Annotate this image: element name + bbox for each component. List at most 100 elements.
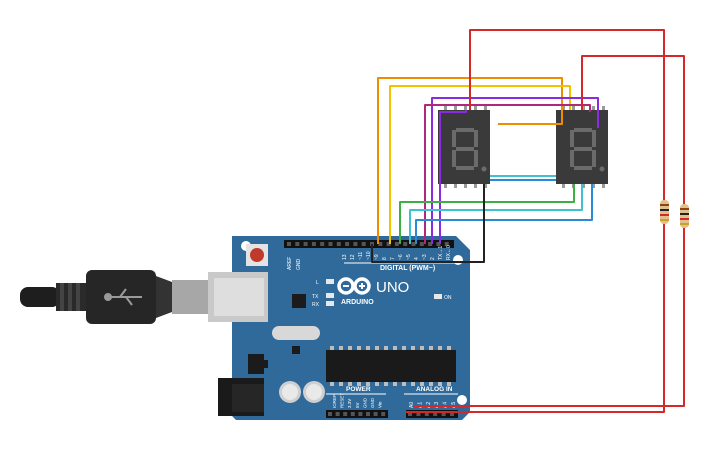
- digital-pin-label: ~10: [366, 251, 372, 260]
- analog-pin-hole[interactable]: [450, 412, 454, 416]
- header-pin-hole[interactable]: [378, 242, 383, 246]
- decimal-point: [481, 166, 487, 172]
- usb-symbol-icon: [104, 288, 142, 306]
- header-pin-hole[interactable]: [345, 242, 350, 246]
- power-header[interactable]: [326, 410, 388, 418]
- digit-segments-left: [452, 128, 487, 172]
- header-pin-hole[interactable]: [436, 242, 441, 246]
- header-pin-hole[interactable]: [353, 242, 358, 246]
- wire-magenta[interactable]: [424, 104, 591, 244]
- power-pin-hole[interactable]: [373, 412, 378, 416]
- header-pin-hole[interactable]: [394, 242, 399, 246]
- wire-purple-short[interactable]: [439, 110, 467, 244]
- analog-pin-label: A3: [434, 402, 440, 408]
- power-pin-hole[interactable]: [335, 412, 340, 416]
- analog-pin-hole[interactable]: [408, 412, 412, 416]
- led-rx-label: RX: [312, 302, 320, 308]
- digital-pin-label: 13: [342, 254, 348, 260]
- digital-pin-label: ~11: [358, 252, 364, 260]
- analog-pin-label: A0: [409, 402, 415, 408]
- led-on-label: ON: [444, 295, 452, 301]
- header-pin-hole[interactable]: [444, 242, 449, 246]
- wire-red-2[interactable]: [414, 55, 685, 407]
- analog-pin-hole[interactable]: [416, 412, 421, 416]
- analog-pin-hole[interactable]: [441, 412, 446, 416]
- mount-hole-bottom-right: [457, 395, 467, 405]
- header-pin-hole[interactable]: [361, 242, 366, 246]
- segment: [474, 130, 478, 147]
- seven-segment-display-left[interactable]: [438, 106, 490, 188]
- header-pin-hole[interactable]: [411, 242, 416, 246]
- power-pin-hole[interactable]: [358, 412, 363, 416]
- led-rx: [326, 301, 334, 306]
- header-pin-hole[interactable]: [428, 242, 433, 246]
- header-pin-hole[interactable]: [311, 242, 316, 246]
- header-pin-hole[interactable]: [295, 242, 300, 246]
- resistor-1[interactable]: [660, 200, 669, 224]
- segment: [456, 166, 474, 170]
- header-pin-hole[interactable]: [419, 242, 424, 246]
- digital-pin-label: RX←0: [446, 245, 452, 260]
- analog-pin-hole[interactable]: [433, 412, 438, 416]
- analog-header[interactable]: [406, 410, 458, 418]
- wire-blue[interactable]: [415, 184, 593, 244]
- power-header-label: POWER: [346, 386, 371, 393]
- digital-pin-label: ~3: [422, 254, 428, 260]
- segment: [452, 150, 456, 167]
- decimal-point: [599, 166, 605, 172]
- power-pin-label: RESET: [340, 393, 345, 408]
- header-pin-hole[interactable]: [328, 242, 333, 246]
- reset-button[interactable]: [246, 244, 268, 266]
- analog-pin-hole[interactable]: [424, 412, 429, 416]
- digital-pin-label: ~9: [374, 254, 380, 260]
- analog-pin-label: A1: [417, 402, 423, 408]
- wire-cyan[interactable]: [409, 184, 583, 244]
- segment: [456, 147, 474, 151]
- digital-header[interactable]: [284, 240, 454, 248]
- header-pin-hole[interactable]: [320, 242, 325, 246]
- digital-pin-label: 4: [414, 257, 420, 260]
- digital-pin-label: TX→1: [438, 246, 444, 260]
- power-pin-label: GND: [370, 397, 375, 408]
- wire-green[interactable]: [399, 184, 575, 244]
- wire-red-1[interactable]: [406, 29, 665, 413]
- power-pin-hole[interactable]: [343, 412, 348, 416]
- voltage-regulator: [248, 354, 264, 374]
- aref-label: AREF: [287, 257, 293, 270]
- header-pin-hole[interactable]: [386, 242, 391, 246]
- digit-segments-right: [570, 128, 605, 172]
- led-l: [326, 279, 334, 284]
- segment: [570, 130, 574, 147]
- wire-black[interactable]: [371, 184, 485, 263]
- header-pin-hole[interactable]: [303, 242, 308, 246]
- power-jack: [218, 378, 264, 416]
- wire-purple[interactable]: [431, 97, 599, 244]
- analog-pin-label: A2: [426, 402, 432, 408]
- power-pin-hole[interactable]: [381, 412, 386, 416]
- digital-pin-label: 8: [382, 257, 388, 260]
- digital-pin-label: ~6: [398, 254, 404, 260]
- arduino-logo-icon: [337, 277, 371, 295]
- power-pin-hole[interactable]: [350, 412, 355, 416]
- resistor-2[interactable]: [680, 204, 689, 228]
- usb-controller-chip: [292, 294, 306, 308]
- digital-header-label: DIGITAL (PWM~): [380, 265, 435, 272]
- segment: [570, 150, 574, 167]
- header-pin-hole[interactable]: [287, 242, 291, 246]
- segment: [574, 166, 592, 170]
- power-pin-label: 5V: [355, 402, 360, 408]
- wire-orange[interactable]: [377, 77, 563, 244]
- power-pin-hole[interactable]: [366, 412, 370, 416]
- digital-pin-label: ~5: [406, 254, 412, 260]
- analog-pin-label: A4: [443, 402, 449, 408]
- led-tx: [326, 293, 334, 298]
- header-pin-hole[interactable]: [403, 242, 408, 246]
- small-chip: [292, 346, 300, 354]
- header-pin-hole[interactable]: [336, 242, 341, 246]
- power-pin-label: 3.3V: [347, 399, 352, 408]
- model-label: UNO: [376, 279, 409, 296]
- seven-segment-display-right[interactable]: [556, 106, 608, 188]
- power-pin-hole[interactable]: [328, 412, 332, 416]
